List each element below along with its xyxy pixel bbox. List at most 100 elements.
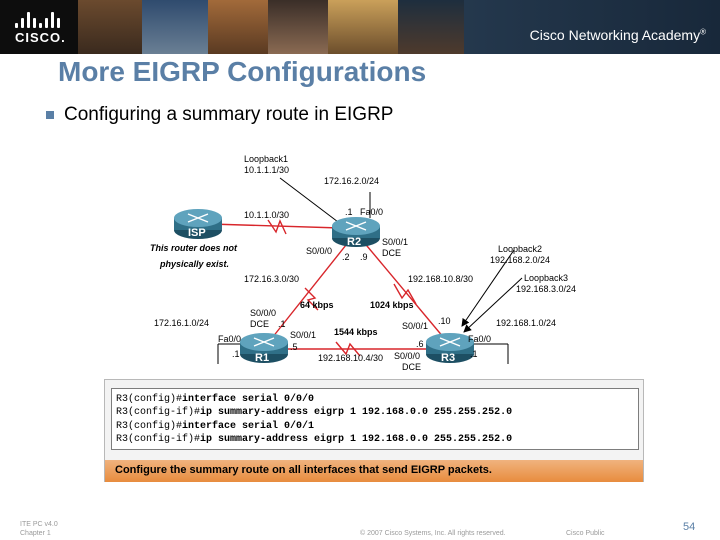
isp-link-net: 10.1.1.0/30 (244, 210, 289, 220)
header-banner: CISCO. Cisco Networking Academy® (0, 0, 720, 54)
banner-photo-2 (142, 0, 208, 54)
footer-course: ITE PC v4.0 Chapter 1 (20, 520, 58, 538)
cli-line: R3(config)#interface serial 0/0/1 (116, 420, 638, 433)
banner-photo-1 (78, 0, 142, 54)
r3-fa-dot: .1 (470, 349, 478, 359)
academy-logo: Cisco Networking Academy® (530, 27, 706, 43)
router-r3: R3 (426, 333, 474, 364)
banner-photo-4 (268, 0, 328, 54)
cli-prompt: R3(config-if)# (116, 434, 201, 446)
loopback3-net: 192.168.3.0/24 (516, 284, 576, 294)
loopback1-name: Loopback1 (244, 154, 288, 164)
isp-note-line1: This router does not (150, 243, 238, 253)
page-title: More EIGRP Configurations (58, 56, 427, 87)
cli-command: interface serial 0/0/1 (182, 420, 315, 432)
router-icon (253, 337, 275, 347)
cisco-wordmark: CISCO. (15, 30, 66, 45)
arrow-icon (461, 249, 515, 327)
router-r2-label: R2 (347, 236, 361, 248)
serial-link-icon (267, 219, 287, 235)
bullet-text: Configuring a summary route in EIGRP (64, 104, 394, 125)
router-r2: R2 (332, 217, 380, 248)
cli-line: R3(config)#interface serial 0/0/0 (116, 393, 638, 406)
cli-line: R3(config-if)#ip summary-address eigrp 1… (116, 406, 638, 419)
academy-name: Networking Academy (568, 27, 701, 43)
network-topology-diagram: ISP R2 R1 R3 Loopback1 10.1.1.1/30 172.1… (150, 154, 576, 372)
net-r2-r3: 192.168.10.8/30 (408, 274, 473, 284)
r1-fa: Fa0/0 (218, 334, 241, 344)
r3-fa: Fa0/0 (468, 334, 491, 344)
cli-prompt: R3(config)# (116, 394, 183, 405)
loopback1-net: 10.1.1.1/30 (244, 165, 289, 175)
router-r1-label: R1 (255, 352, 269, 364)
cli-prompt: R3(config)# (116, 420, 183, 432)
r3-lan-net: 192.168.1.0/24 (496, 318, 556, 328)
router-r3-label: R3 (441, 352, 455, 364)
router-icon (439, 337, 461, 347)
serial-link-icon (304, 287, 319, 311)
footer-chapter: Chapter 1 (20, 530, 51, 537)
router-r1: R1 (240, 333, 288, 364)
footer-course-name: ITE PC v4.0 (20, 521, 58, 528)
academy-tm: ® (700, 27, 706, 37)
cli-caption: Configure the summary route on all inter… (105, 460, 643, 482)
loopback2-name: Loopback2 (498, 244, 542, 254)
router-icon (345, 221, 367, 231)
router-isp-label: ISP (188, 227, 206, 239)
router-isp: ISP (174, 209, 222, 239)
r1-fa-dot: .1 (232, 349, 240, 359)
r1-s000-dot: .1 (278, 319, 286, 329)
r2-lan-net: 172.16.2.0/24 (324, 176, 379, 186)
arrow-icon (463, 277, 523, 333)
bullet-item: Configuring a summary route in EIGRP (46, 104, 393, 126)
net-r1-r2: 172.16.3.0/30 (244, 274, 299, 284)
page-number: 54 (683, 521, 696, 533)
bw-r1-r2: 64 kbps (300, 300, 334, 310)
arrow-icon (279, 177, 347, 229)
bw-r1-r3: 1544 kbps (334, 327, 378, 337)
cli-command: ip summary-address eigrp 1 192.168.0.0 2… (200, 407, 513, 419)
r1-s001: S0/0/1 (290, 330, 316, 340)
serial-link-icon (393, 283, 417, 305)
cli-panel: R3(config)#interface serial 0/0/0 R3(con… (104, 379, 644, 482)
r2-fa-dot: .1 (345, 207, 353, 217)
bw-r2-r3: 1024 kbps (370, 300, 414, 310)
r2-s001: S0/0/1 (382, 237, 408, 247)
r1-lan-net: 172.16.1.0/24 (154, 318, 209, 328)
r2-s001-dot: .9 (360, 252, 368, 262)
serial-link-icon (335, 341, 361, 357)
r3-s001-dot: .10 (438, 316, 451, 326)
cli-command: interface serial 0/0/0 (182, 394, 315, 405)
cli-line: R3(config-if)#ip summary-address eigrp 1… (116, 433, 638, 446)
banner-photo-6 (398, 0, 464, 54)
r1-s000: S0/0/0 (250, 308, 276, 318)
r2-s000: S0/0/0 (306, 246, 332, 256)
academy-prefix: Cisco (529, 27, 569, 43)
banner-photo-7 (464, 0, 720, 54)
bullet-square-icon (46, 111, 54, 119)
banner-photo-5 (328, 0, 398, 54)
footer-copyright: © 2007 Cisco Systems, Inc. All rights re… (360, 530, 506, 537)
link-isp-r2 (209, 223, 341, 229)
r3-s000-dot: .6 (416, 339, 424, 349)
net-r1-r3: 192.168.10.4/30 (318, 353, 383, 363)
cli-prompt: R3(config-if)# (116, 407, 201, 419)
router-icon (187, 213, 209, 223)
r3-s001: S0/0/1 (402, 321, 428, 331)
r2-dce: DCE (382, 248, 401, 258)
loopback2-net: 192.168.2.0/24 (490, 255, 550, 265)
cli-output: R3(config)#interface serial 0/0/0 R3(con… (111, 388, 639, 450)
cisco-logo: CISCO. (0, 0, 78, 54)
r2-fa: Fa0/0 (360, 207, 383, 217)
r1-s001-dot: .5 (290, 342, 298, 352)
r2-s000-dot: .2 (342, 252, 350, 262)
isp-note-line2: physically exist. (159, 259, 229, 269)
cisco-logo-icon (15, 12, 63, 28)
link-r2-r3 (361, 239, 445, 339)
r3-s000: S0/0/0 (394, 351, 420, 361)
footer-classification: Cisco Public (566, 530, 605, 537)
banner-photo-3 (208, 0, 268, 54)
r1-dce: DCE (250, 319, 269, 329)
loopback3-name: Loopback3 (524, 273, 568, 283)
r3-dce: DCE (402, 362, 421, 372)
